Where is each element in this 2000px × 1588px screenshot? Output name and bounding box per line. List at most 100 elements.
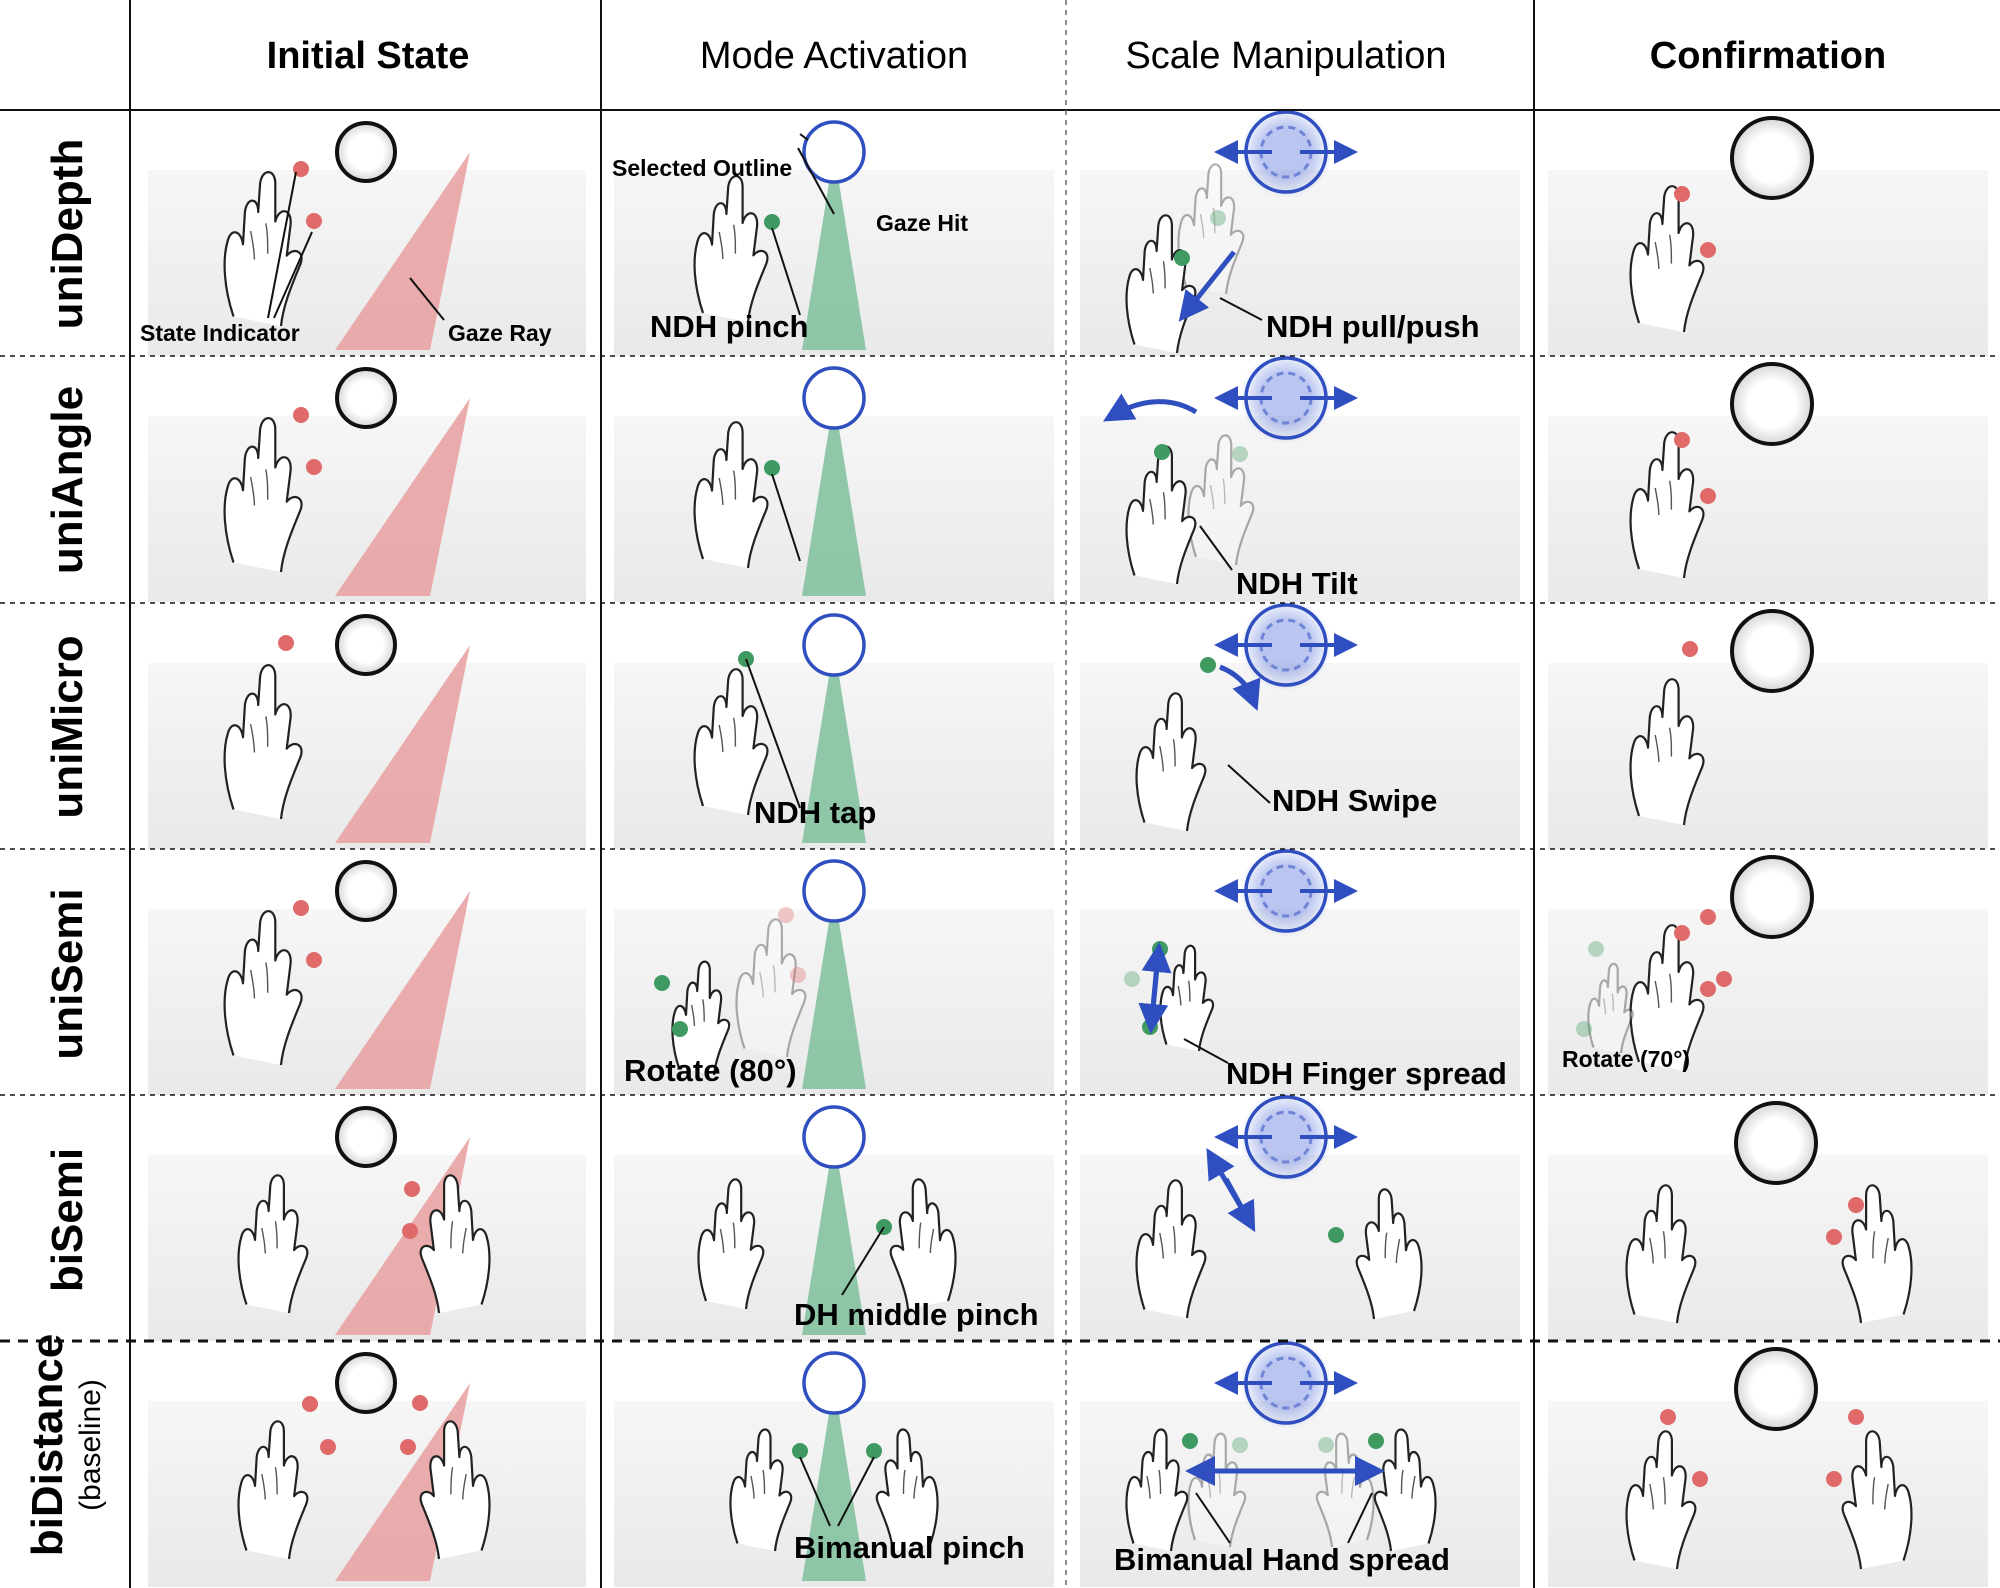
hand-icon bbox=[1135, 692, 1207, 832]
hand-icon bbox=[697, 1178, 765, 1310]
scale-glow bbox=[1240, 845, 1332, 937]
fingertip-dot-red bbox=[402, 1223, 418, 1239]
hand-outline bbox=[223, 171, 303, 327]
hand-crease bbox=[1159, 739, 1176, 772]
hand-crease bbox=[1872, 1231, 1889, 1264]
hand-crease bbox=[1146, 1469, 1162, 1499]
gaze-ray-icon-green bbox=[802, 1137, 866, 1335]
row-label-bidistance: biDistance bbox=[23, 1334, 72, 1557]
hand-outline bbox=[693, 421, 769, 569]
leader-line bbox=[267, 171, 297, 319]
hand-crease bbox=[1649, 1477, 1666, 1510]
label-gaze-hit: Gaze Hit bbox=[876, 210, 968, 236]
pinch-dot-green bbox=[1182, 1433, 1198, 1449]
hand-outline bbox=[1587, 962, 1634, 1054]
leader-line bbox=[409, 277, 445, 321]
hand-crease bbox=[1872, 1477, 1889, 1510]
hand-icon bbox=[1625, 1184, 1697, 1324]
hand-outline bbox=[223, 910, 303, 1066]
hand-icon bbox=[1587, 962, 1634, 1054]
fingertip-dot-red bbox=[778, 907, 794, 923]
motion-arrow-icon bbox=[1219, 664, 1261, 711]
leader-line bbox=[799, 1456, 831, 1527]
row-label-unidepth: uniDepth bbox=[43, 139, 92, 330]
fingertip-dot-red bbox=[1700, 909, 1716, 925]
gaze-ray-icon-green bbox=[802, 152, 866, 350]
row-label-uniangle: uniAngle bbox=[43, 386, 92, 574]
hand-icon bbox=[735, 918, 807, 1058]
fingertip-dot-red bbox=[302, 1396, 318, 1412]
hand-outline bbox=[693, 668, 769, 816]
hand-crease bbox=[249, 962, 269, 999]
pinch-dot-green bbox=[764, 460, 780, 476]
hand-outline bbox=[223, 417, 303, 573]
leader-line bbox=[771, 473, 801, 562]
column-header-initial-state: Initial State bbox=[267, 35, 470, 77]
hand-icon bbox=[1355, 1188, 1423, 1320]
hand-crease bbox=[750, 1469, 766, 1499]
leader-line bbox=[797, 147, 835, 215]
hand-crease bbox=[719, 1222, 736, 1254]
pinch-dot-green bbox=[866, 1443, 882, 1459]
pinch-dot-green bbox=[1200, 657, 1216, 673]
hand-outline bbox=[1841, 1430, 1913, 1570]
motion-arrow-icon bbox=[1178, 250, 1236, 322]
row-label-unimicro: uniMicro bbox=[43, 635, 92, 818]
label-selected-outline: Selected Outline bbox=[612, 155, 792, 181]
hand-outline bbox=[419, 1420, 491, 1560]
label-ndh-finger-spread: NDH Finger spread bbox=[1226, 1056, 1507, 1091]
column-header-scale-manipulation: Scale Manipulation bbox=[1125, 35, 1446, 77]
hand-crease bbox=[249, 223, 269, 260]
fingertip-dot-red bbox=[412, 1395, 428, 1411]
hand-outline bbox=[1625, 1184, 1697, 1324]
selected-sphere-icon bbox=[802, 366, 866, 430]
hand-crease bbox=[249, 716, 269, 753]
leader-line bbox=[1219, 297, 1263, 321]
hand-icon bbox=[1629, 678, 1705, 826]
pinch-dot-green bbox=[792, 1443, 808, 1459]
leader-line bbox=[1199, 525, 1233, 571]
row-label-unisemi: uniSemi bbox=[43, 888, 92, 1059]
leader-line bbox=[1347, 1492, 1373, 1544]
pinch-dot-green bbox=[1368, 1433, 1384, 1449]
hand-crease bbox=[261, 1467, 278, 1500]
hand-crease bbox=[718, 470, 737, 506]
hand-crease bbox=[902, 1469, 918, 1499]
row-2 bbox=[223, 599, 1814, 843]
row-1 bbox=[223, 352, 1814, 596]
label-bimanual-hand-spread: Bimanual Hand spread bbox=[1114, 1542, 1450, 1577]
hand-crease bbox=[1149, 492, 1166, 525]
hand-icon bbox=[223, 417, 303, 573]
motion-arrow-icon bbox=[1141, 942, 1172, 1020]
hand-outline bbox=[1629, 678, 1705, 826]
label-ndh-tilt: NDH Tilt bbox=[1236, 566, 1358, 601]
fingertip-dot-red bbox=[1700, 488, 1716, 504]
hand-outline bbox=[419, 1174, 491, 1314]
label-bimanual-pinch: Bimanual pinch bbox=[794, 1530, 1025, 1565]
label-ndh-pull-push: NDH pull/push bbox=[1266, 309, 1480, 344]
fingertip-dot-red bbox=[790, 967, 806, 983]
row-label-bisemi: biSemi bbox=[43, 1148, 92, 1292]
row-4 bbox=[237, 1091, 1913, 1335]
hand-icon bbox=[671, 960, 731, 1076]
gaze-ray-icon-green bbox=[802, 645, 866, 843]
hand-icon bbox=[1135, 1179, 1207, 1319]
hand-icon bbox=[1159, 944, 1215, 1052]
fingertip-dot-red bbox=[1682, 641, 1698, 657]
hand-outline bbox=[1159, 944, 1215, 1052]
fingertip-dot-red bbox=[400, 1439, 416, 1455]
target-sphere-icon bbox=[1730, 116, 1814, 200]
hand-outline bbox=[875, 1428, 939, 1552]
pinch-dot-green bbox=[1174, 250, 1190, 266]
leader-line bbox=[745, 658, 801, 809]
fingertip-dot-red bbox=[1692, 1471, 1708, 1487]
label-rotate-80: Rotate (80°) bbox=[624, 1053, 797, 1088]
hand-icon bbox=[419, 1420, 491, 1560]
hand-icon bbox=[1125, 1428, 1189, 1552]
target-sphere-icon bbox=[1734, 1101, 1818, 1185]
hand-icon bbox=[237, 1420, 309, 1560]
row-labels: uniDepth uniAngle uniMicro uniSemi biSem… bbox=[23, 139, 107, 1557]
target-sphere-icon bbox=[335, 614, 397, 676]
gaze-ray-icon-green bbox=[802, 891, 866, 1089]
